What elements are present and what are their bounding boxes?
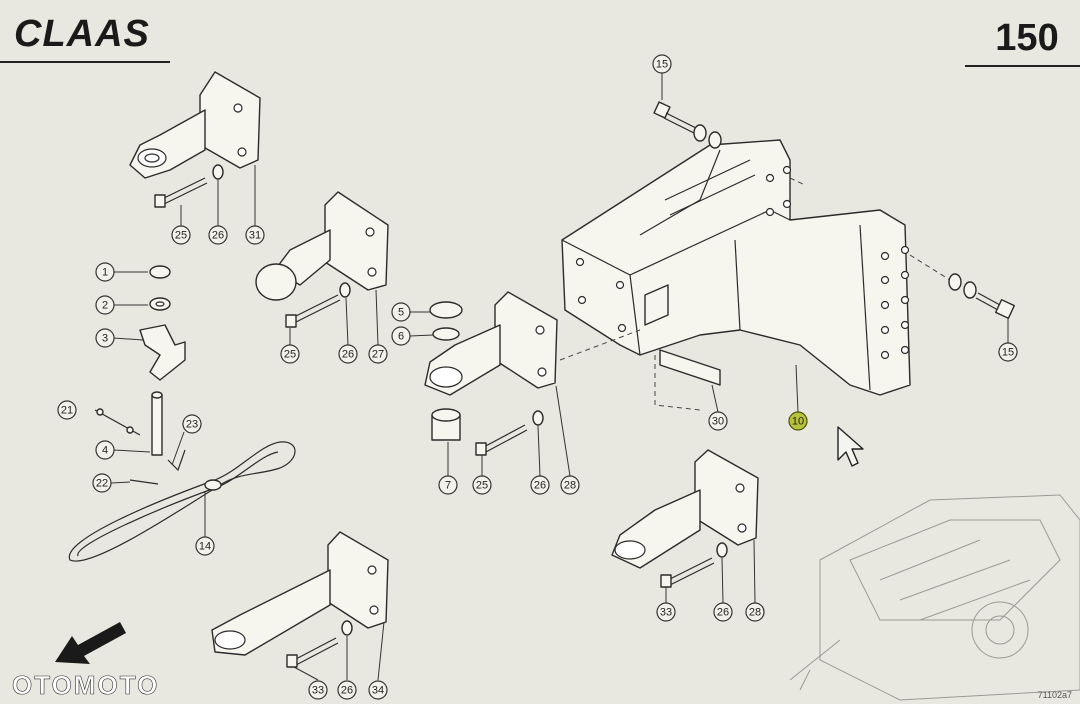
leader-lines xyxy=(110,73,1009,681)
bolt-set-right xyxy=(948,273,1016,320)
callout-33: 33 xyxy=(308,680,328,700)
callout-21: 21 xyxy=(57,400,77,420)
callout-label: 10 xyxy=(792,416,804,428)
callout-26: 26 xyxy=(713,602,733,622)
callout-5: 5 xyxy=(391,302,411,322)
callout-label: 3 xyxy=(102,333,108,345)
callout-2: 2 xyxy=(95,295,115,315)
callout-33: 33 xyxy=(656,602,676,622)
small-parts-column xyxy=(94,265,186,485)
cable-loop xyxy=(68,441,296,562)
callout-label: 1 xyxy=(102,267,108,279)
callout-label: 30 xyxy=(712,416,724,428)
towing-eye-bracket-top xyxy=(129,71,261,208)
callout-28: 28 xyxy=(745,602,765,622)
callout-25: 25 xyxy=(472,475,492,495)
callout-label: 25 xyxy=(175,230,187,242)
callout-label: 23 xyxy=(186,419,198,431)
callout-14: 14 xyxy=(195,536,215,556)
callout-10: 10 xyxy=(788,411,808,431)
watermark-text: OTOMOTO xyxy=(12,670,159,700)
callout-label: 21 xyxy=(61,405,73,417)
bolt-set-top xyxy=(653,101,722,149)
callout-25: 25 xyxy=(171,225,191,245)
mouse-pointer-icon xyxy=(837,426,864,467)
callout-label: 6 xyxy=(398,331,404,343)
towing-eye-bracket-bottom-left xyxy=(211,531,389,668)
towing-eye-bracket-bottom-right xyxy=(611,449,759,588)
callout-22: 22 xyxy=(92,473,112,493)
background-machine-sketch xyxy=(789,494,1080,701)
callout-1: 1 xyxy=(95,262,115,282)
callout-34: 34 xyxy=(368,680,388,700)
brand-logo: CLAAS xyxy=(0,13,170,63)
callout-label: 25 xyxy=(476,480,488,492)
direction-arrow-icon xyxy=(55,622,126,664)
callout-label: 28 xyxy=(749,607,761,619)
callout-label: 4 xyxy=(102,445,108,457)
callout-7: 7 xyxy=(438,475,458,495)
callout-label: 26 xyxy=(534,480,546,492)
callout-label: 15 xyxy=(656,59,668,71)
callout-15: 15 xyxy=(652,54,672,74)
main-hitch-frame xyxy=(559,139,951,411)
svg-text:CLAAS: CLAAS xyxy=(14,13,150,55)
callout-25: 25 xyxy=(280,344,300,364)
callout-15: 15 xyxy=(998,342,1018,362)
callout-label: 27 xyxy=(372,349,384,361)
callout-label: 26 xyxy=(342,349,354,361)
page-number: 150 xyxy=(995,17,1058,59)
callout-label: 26 xyxy=(212,230,224,242)
callout-label: 25 xyxy=(284,349,296,361)
callout-label: 31 xyxy=(249,230,261,242)
callout-28: 28 xyxy=(560,475,580,495)
callout-label: 26 xyxy=(341,685,353,697)
callout-label: 14 xyxy=(199,541,211,553)
callout-6: 6 xyxy=(391,326,411,346)
figure-code: 71102a7 xyxy=(1038,690,1072,700)
callout-label: 7 xyxy=(445,480,451,492)
ball-hitch-bracket xyxy=(255,191,389,328)
callout-label: 15 xyxy=(1002,347,1014,359)
callout-23: 23 xyxy=(182,414,202,434)
callout-label: 26 xyxy=(717,607,729,619)
callout-27: 27 xyxy=(368,344,388,364)
callout-label: 34 xyxy=(372,685,384,697)
callout-label: 2 xyxy=(102,300,108,312)
callout-31: 31 xyxy=(245,225,265,245)
callout-label: 5 xyxy=(398,307,404,319)
callout-26: 26 xyxy=(530,475,550,495)
callout-26: 26 xyxy=(338,344,358,364)
page-number-box: 150 xyxy=(965,17,1080,67)
callout-label: 33 xyxy=(660,607,672,619)
callout-label: 28 xyxy=(564,480,576,492)
callout-label: 33 xyxy=(312,685,324,697)
callout-4: 4 xyxy=(95,440,115,460)
callout-3: 3 xyxy=(95,328,115,348)
towing-eye-bracket-center xyxy=(424,291,558,456)
callout-26: 26 xyxy=(337,680,357,700)
callout-label: 22 xyxy=(96,478,108,490)
callout-30: 30 xyxy=(708,411,728,431)
callout-26: 26 xyxy=(208,225,228,245)
